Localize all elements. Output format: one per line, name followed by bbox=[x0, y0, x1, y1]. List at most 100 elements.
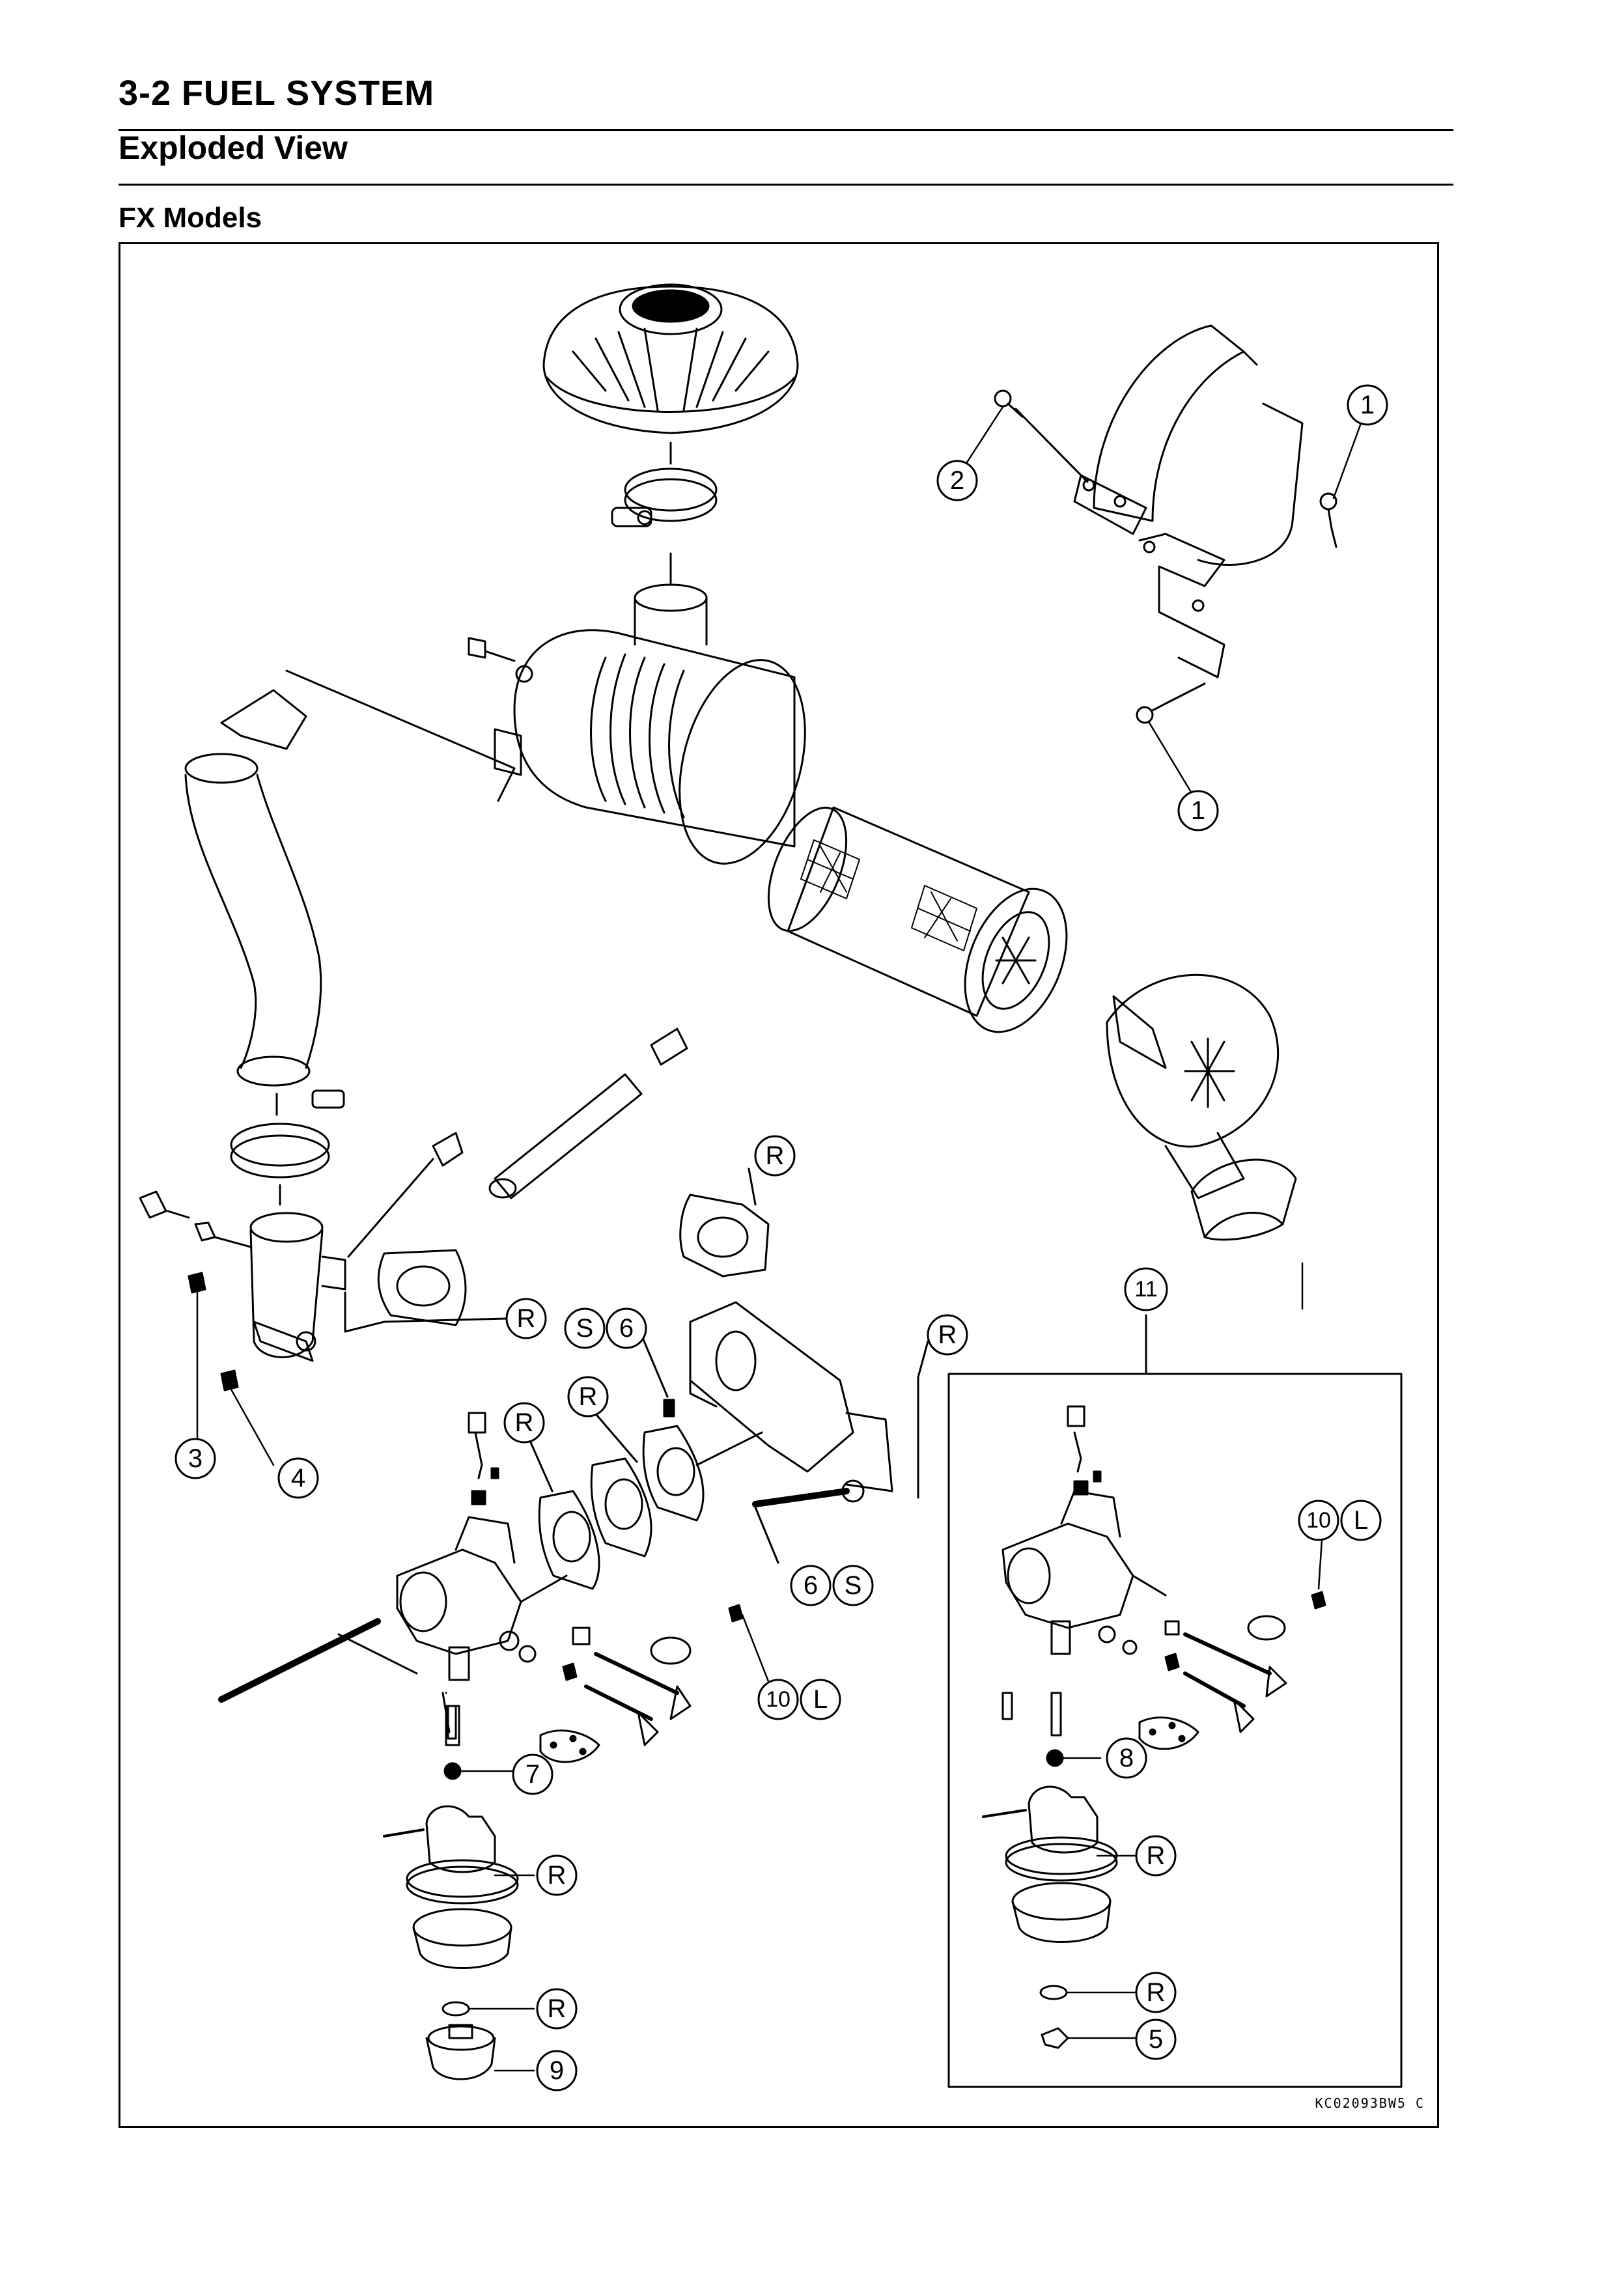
model-label: FX Models bbox=[119, 202, 262, 234]
callout-label: R bbox=[517, 1304, 536, 1333]
guide-line bbox=[748, 1167, 757, 1206]
leader-lines-left bbox=[468, 1262, 1304, 2072]
guide-line bbox=[1168, 682, 1206, 703]
guide-line bbox=[741, 1614, 773, 1691]
callout-label: 1 bbox=[1191, 796, 1205, 825]
callout-6-bottom: 6 bbox=[790, 1565, 832, 1606]
callout-4: 4 bbox=[277, 1457, 319, 1499]
guide-line bbox=[1132, 1574, 1167, 1597]
guide-line bbox=[754, 1506, 779, 1564]
guide-line bbox=[1330, 527, 1337, 548]
callout-R-manifold-gasket: R bbox=[754, 1135, 796, 1177]
callout-label: 6 bbox=[619, 1314, 634, 1343]
air-cleaner-bracket bbox=[1073, 324, 1304, 678]
guide-line bbox=[695, 1431, 763, 1466]
top-hose-clamp bbox=[611, 468, 718, 527]
callout-label: R bbox=[1147, 1841, 1166, 1870]
small-fittings bbox=[139, 1190, 239, 1391]
callout-2: 2 bbox=[936, 460, 978, 501]
callout-label: 10 bbox=[766, 1687, 791, 1712]
callout-label: 9 bbox=[550, 2056, 564, 2085]
header-rule-top bbox=[119, 129, 1453, 131]
float-needle-parts bbox=[499, 1627, 692, 1746]
callout-7: 7 bbox=[512, 1754, 553, 1795]
callout-1-top: 1 bbox=[1347, 384, 1388, 426]
callout-S-6-top: S bbox=[564, 1307, 606, 1349]
callout-label: R bbox=[548, 1861, 567, 1890]
manifold-gasket bbox=[679, 1194, 770, 1278]
float-bowl-right bbox=[982, 1785, 1118, 2049]
callout-label: R bbox=[579, 1382, 598, 1411]
breather-hose bbox=[432, 1027, 688, 1199]
float-bowl-left bbox=[383, 1805, 519, 2080]
header-rule-bottom bbox=[119, 184, 1453, 186]
callout-label: 1 bbox=[1360, 391, 1375, 419]
air-cleaner-body bbox=[468, 583, 806, 865]
callout-S-6-bottom: S bbox=[832, 1565, 874, 1606]
guide-line bbox=[1317, 1539, 1323, 1590]
inset-frame-11 bbox=[947, 1373, 1403, 2088]
callout-R-drain-washer-right: R bbox=[1135, 1972, 1177, 2013]
callout-L-left: L bbox=[800, 1679, 841, 1720]
callout-8: 8 bbox=[1106, 1737, 1147, 1779]
callout-6-top: 6 bbox=[606, 1307, 647, 1349]
carburetor-left bbox=[218, 1412, 522, 1740]
callout-label: 10 bbox=[1306, 1508, 1331, 1533]
callout-3: 3 bbox=[175, 1438, 216, 1479]
manifold-bolts bbox=[663, 1399, 850, 1507]
carburetor-right bbox=[1001, 1405, 1326, 1767]
callout-9: 9 bbox=[536, 2050, 578, 2091]
guide-line bbox=[347, 1158, 434, 1258]
intake-gasket bbox=[377, 1249, 467, 1326]
callout-label: 8 bbox=[1119, 1744, 1134, 1772]
guide-line bbox=[227, 1382, 275, 1466]
callouts: 1 2 1 R R S 6 R 3 4 R R 6 S 10 L 7 R R 9… bbox=[175, 384, 1388, 2091]
leader-lines-right bbox=[1067, 1854, 1138, 2039]
guide-line bbox=[640, 1334, 669, 1398]
section-title: 3-2 FUEL SYSTEM bbox=[119, 74, 435, 113]
intake-manifold bbox=[689, 1301, 893, 1503]
guide-line bbox=[344, 1291, 385, 1333]
guide-line bbox=[1015, 408, 1089, 483]
intake-elbow bbox=[249, 1212, 346, 1362]
diaphragm-parts bbox=[539, 1604, 744, 1763]
callout-label: R bbox=[548, 1994, 567, 2023]
figure-reference-code: KC02093BW5 C bbox=[1315, 2095, 1425, 2111]
guide-line bbox=[285, 669, 516, 802]
callout-label: S bbox=[576, 1314, 594, 1343]
main-jet bbox=[443, 1705, 462, 1780]
callout-label: 5 bbox=[1149, 2025, 1163, 2054]
callout-label: 3 bbox=[188, 1444, 203, 1473]
guide-line bbox=[588, 1405, 638, 1463]
callout-L-right: L bbox=[1340, 1500, 1382, 1541]
filter-element bbox=[767, 806, 1068, 1033]
callout-label: 7 bbox=[525, 1760, 540, 1789]
bracket-bolt bbox=[994, 389, 1337, 724]
callout-R-intake-gasket: R bbox=[505, 1298, 547, 1339]
callout-label: 11 bbox=[1134, 1277, 1157, 1302]
callout-R-gasket-2: R bbox=[567, 1376, 609, 1418]
callout-label: 6 bbox=[804, 1571, 818, 1600]
guide-line bbox=[167, 1210, 190, 1219]
intake-hose bbox=[184, 689, 322, 1087]
callout-label: S bbox=[845, 1571, 862, 1600]
diagram-frame bbox=[119, 242, 1439, 2128]
air-cleaner-rear-cover bbox=[1106, 973, 1297, 1241]
callout-R-right-manifold: R bbox=[927, 1314, 968, 1356]
lower-hose-clamp bbox=[230, 1089, 345, 1179]
callout-label: 4 bbox=[291, 1464, 305, 1492]
callout-10-right: 10 bbox=[1298, 1500, 1339, 1541]
callout-label: R bbox=[515, 1408, 534, 1437]
callout-11: 11 bbox=[1124, 1267, 1168, 1311]
leader-lines bbox=[966, 406, 1362, 794]
callout-R-drain-washer: R bbox=[536, 1988, 578, 2030]
page-subtitle: Exploded View bbox=[119, 130, 348, 166]
guide-line bbox=[214, 1236, 252, 1248]
callout-label: R bbox=[1147, 1978, 1166, 2007]
callout-1-bottom: 1 bbox=[1177, 790, 1219, 832]
callout-10-left: 10 bbox=[757, 1679, 799, 1720]
carburetor-gaskets bbox=[538, 1425, 705, 1590]
callout-R-bowl-oring: R bbox=[536, 1854, 578, 1896]
guide-line bbox=[520, 1574, 568, 1603]
